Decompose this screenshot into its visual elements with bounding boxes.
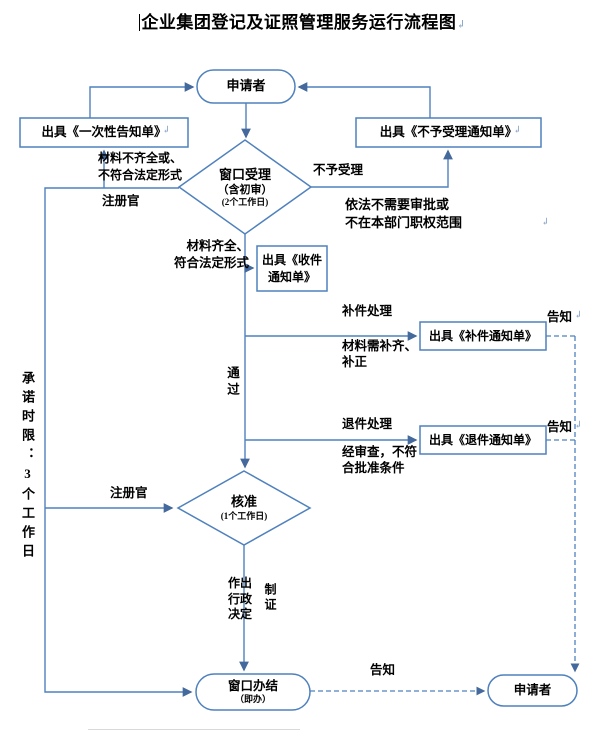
label-notify-supplement: 告知 [547,310,573,324]
label-return-handle: 退件处理 [342,417,393,431]
connector-to-not-accept-notice [311,149,453,188]
return-mark: ↲ [574,420,583,431]
shape-window-complete [195,673,311,711]
shape-approve-diamond [176,470,312,546]
node-supplement-notice: 出具《补件通知单》 [428,328,537,343]
node-window-complete: 窗口办结 （即办） [196,676,310,708]
label-materials-incomplete: 材料不齐全或、 不符合法定形式 [97,151,182,182]
node-window-accept: 窗口受理 （含初审） (2个工作日) [179,150,311,226]
shape-supplement-notice [419,321,547,351]
shape-one-time-notice [19,117,189,148]
label-notify-return: 告知 [547,420,573,434]
window-complete-line2: （即办） [234,694,271,705]
return-mark: ↲ [574,310,583,321]
label-supplement-handle: 补件处理 [342,304,393,318]
approve-line2: (1个工作日) [220,510,268,521]
shape-receipt-notice [256,245,328,292]
page-title: 企业集团登记及证照管理服务运行流程图↲ [0,8,605,33]
connector-lines [44,82,453,697]
node-applicant-bottom: 申请者 [513,682,552,697]
label-not-accepted: 不予受理 [313,163,364,177]
node-receipt-notice: 出具《收件 通知单》 [257,246,327,291]
return-mark: ↲ [162,125,171,136]
connector-one-time-to-applicant [89,82,195,118]
label-pass: 通过 [225,366,239,399]
shape-return-notice [419,425,547,455]
node-return-notice: 出具《退件通知单》 [428,432,537,447]
label-materials-complete: 材料齐全、 符合法定形式 [173,239,249,270]
return-mark: ↲ [513,125,522,136]
approve-line1: 核准 [230,494,257,510]
connector-left-timeline [44,187,193,697]
label-no-approval-needed: 依法不需要审批或 不在本部门职权范围 [345,197,463,230]
return-mark: ↲ [541,217,550,228]
label-supplement-detail: 材料需补齐、 补正 [342,339,418,369]
label-notify-bottom: 告知 [370,663,396,677]
dashed-connectors [310,335,580,696]
label-make-decision: 作出行政决定 [228,576,253,621]
shape-applicant-top [196,69,296,104]
shape-applicant-bottom [487,674,578,707]
node-approve: 核准 (1个工作日) [178,484,310,532]
label-registrar-bottom: 注册官 [110,486,148,500]
window-accept-line3: (2个工作日) [221,197,269,208]
label-return-detail: 经审查，不符 合批准条件 [342,445,418,475]
node-applicant-top: 申请者 [226,78,266,94]
window-accept-line1: 窗口受理 [218,167,271,183]
shape-window-accept-diamond [177,139,313,235]
shape-not-accept-notice [355,117,542,148]
page-title-text: 企业集团登记及证照管理服务运行流程图 [141,13,457,32]
label-registrar-top: 注册官 [102,194,140,208]
window-complete-line1: 窗口办结 [227,678,278,693]
receipt-line2: 通知单》 [267,269,316,284]
return-mark: ↲ [456,19,467,31]
page-artifact-line [88,729,300,730]
label-promise-limit: 承诺时限：3个工作日 [20,371,35,563]
node-not-accept-notice: 出具《不予受理通知单》 [379,124,518,139]
node-one-time-notice: 出具《一次性告知单》 [41,124,167,139]
receipt-line1: 出具《收件 [261,252,322,267]
text-cursor [138,14,141,31]
label-make-cert: 制证 [263,583,277,613]
flow-shapes [19,69,578,711]
connector-not-accept-to-applicant [297,82,431,118]
window-accept-line2: （含初审） [217,183,273,196]
